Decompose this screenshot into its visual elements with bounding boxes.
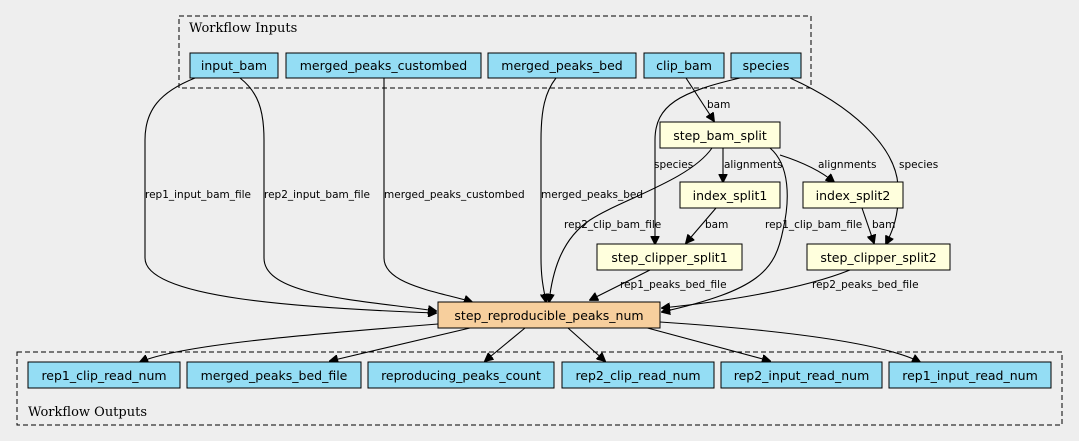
edge-species-clipper2 [789,77,899,244]
node-label: step_bam_split [673,128,767,143]
node-label: merged_peaks_bed_file [201,368,348,383]
node-step-bam-split[interactable]: step_bam_split [659,121,781,149]
output-nodes: rep1_clip_read_num merged_peaks_bed_file… [27,361,1052,389]
edge-index1-clipper1 [686,207,717,243]
node-label: rep1_input_read_num [902,368,1038,383]
node-index-split1[interactable]: index_split1 [679,181,781,209]
edge-merged-peaks-bed [541,77,557,302]
node-step-reproducible-peaks-num[interactable]: step_reproducible_peaks_num [437,301,661,329]
edge-label-rep2-clip-bam: rep2_clip_bam_file [564,219,661,231]
edge-out-rep2-clip [567,327,605,361]
node-label: species [743,58,790,73]
node-rep2-input-read-num[interactable]: rep2_input_read_num [720,361,883,389]
edge-clipper2-reproducible [662,269,851,308]
edge-split-rep1-clip [662,147,788,312]
node-rep1-input-read-num[interactable]: rep1_input_read_num [888,361,1052,389]
node-clip-bam[interactable]: clip_bam [643,52,725,79]
node-label: reproducing_peaks_count [381,368,541,383]
edge-label-species-1: species [654,159,693,171]
edge-label-bam-1: bam [705,219,728,231]
edge-species-clipper1 [655,77,741,244]
workflow-inputs-cluster: Workflow Inputs [178,15,812,89]
edge-label-merged-peaks-bed: merged_peaks_bed [541,189,643,201]
input-nodes: input_bam merged_peaks_custombed merged_… [189,52,802,79]
edge-label-rep2-input-bam: rep2_input_bam_file [264,189,370,201]
edge-label-alignments-1: alignments [724,159,783,171]
node-input-bam[interactable]: input_bam [189,52,279,79]
node-label: rep2_input_read_num [734,368,870,383]
edge-out-merged-bed [330,327,471,361]
node-rep1-clip-read-num[interactable]: rep1_clip_read_num [27,361,181,389]
edge-out-reproducing-count [485,327,526,361]
node-species[interactable]: species [730,52,802,79]
node-label: step_clipper_split1 [611,250,727,265]
node-merged-peaks-custombed[interactable]: merged_peaks_custombed [285,52,482,79]
node-index-split2[interactable]: index_split2 [802,181,904,209]
node-label: step_reproducible_peaks_num [454,308,643,323]
node-label: merged_peaks_custombed [300,58,467,73]
edge-clipper1-reproducible [590,269,651,300]
edge-label-rep1-input-bam: rep1_input_bam_file [145,189,251,201]
edge-label-species-2: species [899,159,938,171]
node-label: index_split2 [816,188,891,203]
node-label: step_clipper_split2 [820,250,936,265]
step-nodes: step_bam_split index_split1 index_split2… [437,121,951,329]
edge-label-rep2-peaks-bed: rep2_peaks_bed_file [812,279,919,291]
node-label: input_bam [201,58,267,73]
edge-label-rep1-clip-bam: rep1_clip_bam_file [765,219,862,231]
edge-merged-peaks-custombed [383,78,472,302]
edge-label-alignments-2: alignments [818,159,877,171]
node-label: index_split1 [693,188,768,203]
edge-labels: bam species alignments alignments specie… [145,99,938,291]
node-rep2-clip-read-num[interactable]: rep2_clip_read_num [561,361,715,389]
edge-input-bam-rep2 [239,77,436,311]
node-label: merged_peaks_bed [501,58,622,73]
edge-label-rep1-peaks-bed: rep1_peaks_bed_file [620,279,727,291]
edge-split-rep2-clip [549,147,713,302]
node-step-clipper-split1[interactable]: step_clipper_split1 [596,243,743,271]
node-merged-peaks-bed[interactable]: merged_peaks_bed [487,52,637,79]
workflow-inputs-label: Workflow Inputs [189,21,297,36]
edge-out-rep2-input [639,325,770,361]
node-label: rep2_clip_read_num [575,368,700,383]
workflow-outputs-cluster: Workflow Outputs [16,351,1063,426]
edge-label-bam: bam [707,99,730,111]
edge-clip-bam-split [685,77,714,121]
node-reproducing-peaks-count[interactable]: reproducing_peaks_count [367,361,555,389]
edge-label-bam-2: bam [872,219,895,231]
node-label: rep1_clip_read_num [41,368,166,383]
edge-out-rep1-input [659,321,920,362]
edge-split-index2 [779,154,834,182]
workflow-outputs-label: Workflow Outputs [28,405,147,420]
node-step-clipper-split2[interactable]: step_clipper_split2 [806,243,951,271]
edges [140,77,920,362]
edge-out-rep1-clip [140,323,439,362]
edge-input-bam-rep1 [144,77,436,313]
node-merged-peaks-bed-file[interactable]: merged_peaks_bed_file [186,361,362,389]
edge-label-merged-peaks-custombed: merged_peaks_custombed [384,189,525,201]
edge-index2-clipper2 [861,207,874,243]
node-label: clip_bam [656,58,712,73]
